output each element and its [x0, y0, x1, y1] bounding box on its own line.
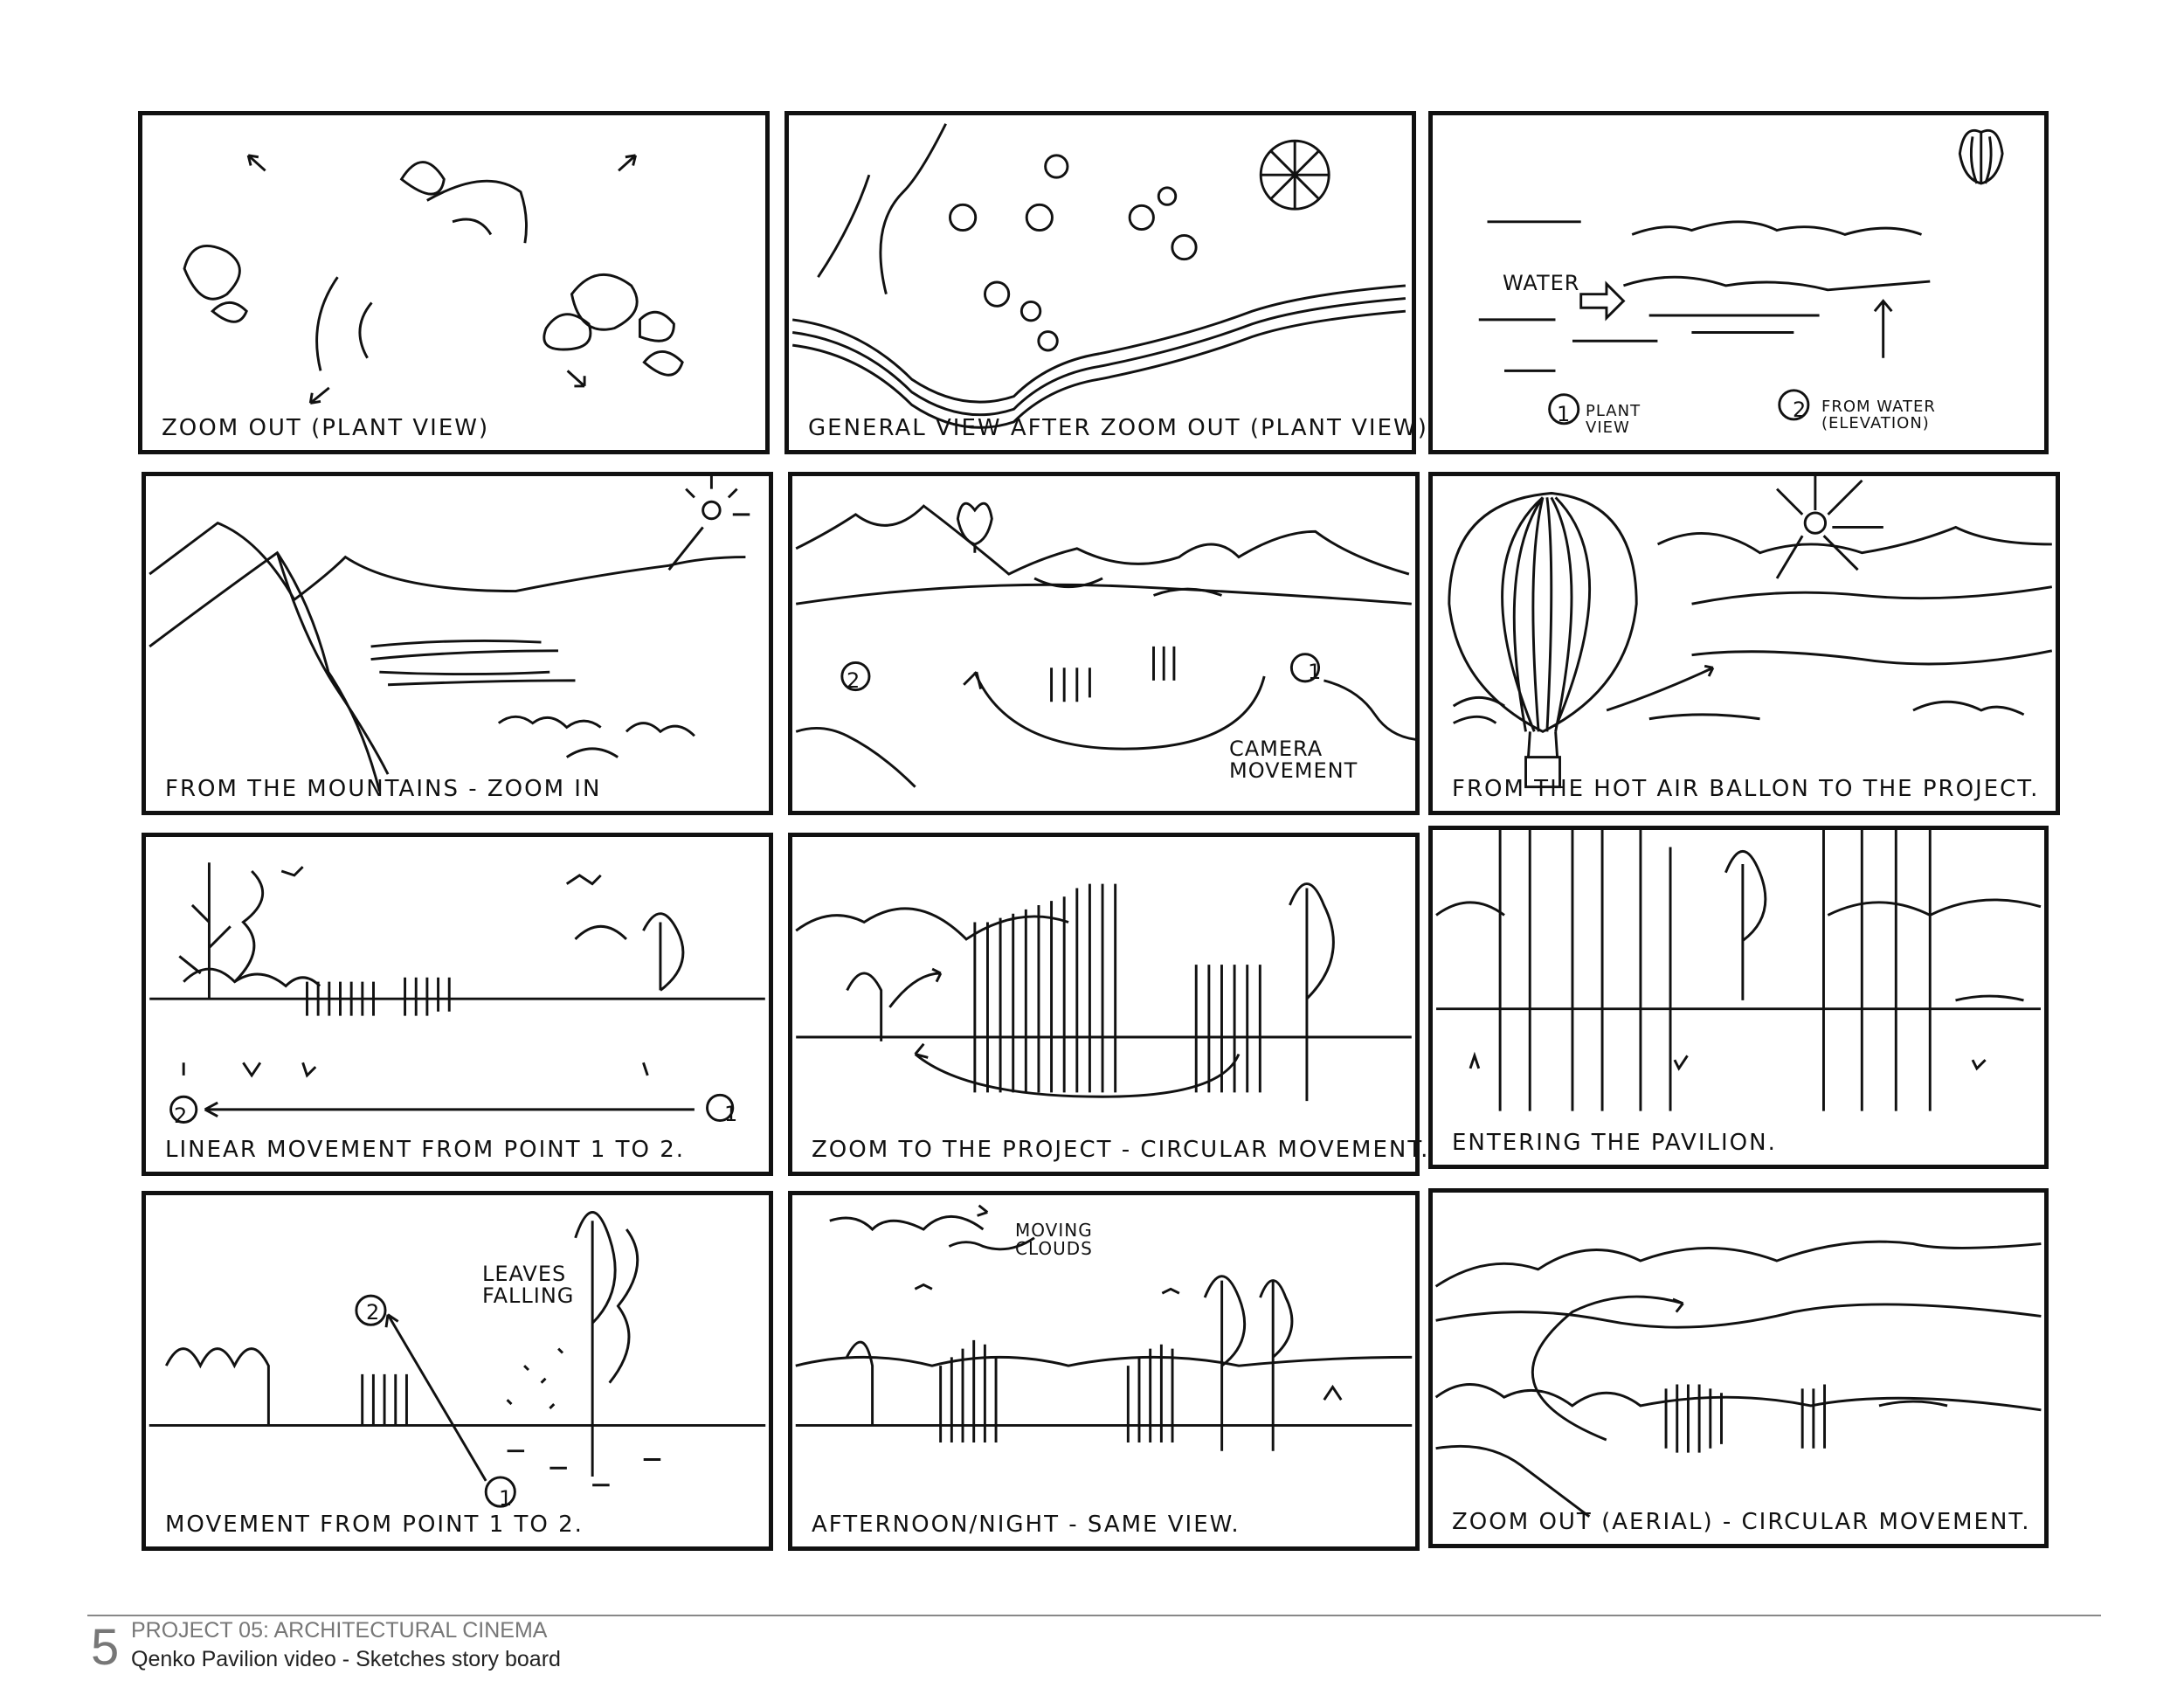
storyboard-panel-9: ENTERING THE PAVILION.: [1428, 826, 2049, 1169]
footer-subtitle: Qenko Pavilion video - Sketches story bo…: [131, 1647, 561, 1671]
aerial-zoom-out-sketch: [1434, 1240, 2042, 1518]
storyboard-panel-7: 1 2 LINEAR MOVEMENT FROM POINT 1 TO 2.: [142, 833, 773, 1176]
general-view-sketch: [792, 123, 1406, 429]
page-number: 5: [91, 1619, 120, 1676]
storyboard-panel-6: FROM THE HOT AIR BALLON TO THE PROJECT.: [1428, 472, 2060, 815]
plant-view-label: PLANT VIEW: [1586, 402, 1641, 437]
entering-pavilion-sketch: [1435, 830, 2042, 1111]
circular-movement-sketch: [795, 882, 1412, 1102]
panel-caption: LINEAR MOVEMENT FROM POINT 1 TO 2.: [165, 1137, 686, 1163]
hot-air-balloon-sketch: [1448, 476, 2053, 789]
storyboard-panel-4: FROM THE MOUNTAINS - ZOOM IN: [142, 472, 773, 815]
plant-view-sketch: [183, 154, 684, 405]
storyboard-panel-1: ZOOM OUT (PLANT VIEW): [138, 111, 770, 454]
footer-title: PROJECT 05: ARCHITECTURAL CINEMA: [131, 1618, 548, 1643]
panel-caption: GENERAL VIEW AFTER ZOOM OUT (PLANT VIEW): [808, 415, 1428, 441]
moving-clouds-label: MOVING CLOUDS: [1015, 1220, 1093, 1259]
water-elevation-sketch: [1478, 128, 2004, 425]
afternoon-night-sketch: [795, 1204, 1413, 1451]
storyboard-panel-5: 1 2 CAMERA MOVEMENT: [788, 472, 1420, 815]
storyboard-panel-2: GENERAL VIEW AFTER ZOOM OUT (PLANT VIEW): [784, 111, 1427, 454]
panel-caption: ZOOM TO THE PROJECT - CIRCULAR MOVEMENT.: [812, 1137, 1430, 1163]
point-movement-sketch: [149, 1211, 766, 1508]
marker-1: 1: [499, 1486, 514, 1511]
marker-2: 2: [1793, 398, 1807, 422]
from-water-label: FROM WATER (ELEVATION): [1821, 398, 1936, 432]
leaves-falling-label: LEAVES FALLING: [482, 1262, 575, 1309]
panel-caption: FROM THE HOT AIR BALLON TO THE PROJECT.: [1452, 776, 2040, 802]
panel-caption: ENTERING THE PAVILION.: [1452, 1130, 1777, 1156]
panel-caption: ZOOM OUT (PLANT VIEW): [162, 415, 490, 441]
marker-1: 1: [1557, 402, 1572, 426]
storyboard-panel-8: ZOOM TO THE PROJECT - CIRCULAR MOVEMENT.: [788, 833, 1427, 1176]
panel-caption: FROM THE MOUNTAINS - ZOOM IN: [165, 776, 602, 802]
storyboard-panel-12: ZOOM OUT (AERIAL) - CIRCULAR MOVEMENT.: [1428, 1188, 2049, 1548]
water-label: WATER: [1503, 271, 1580, 295]
camera-movement-label: CAMERA MOVEMENT: [1229, 737, 1358, 784]
mountains-sketch: [149, 476, 750, 792]
storyboard-panel-3: WATER 1 PLANT VIEW 2 FROM WATER (ELEVATI…: [1428, 111, 2049, 454]
panel-caption: AFTERNOON/NIGHT - SAME VIEW.: [812, 1512, 1241, 1538]
storyboard-panel-11: MOVING CLOUDS AFTERNOON/NIGHT - SAME VIE…: [788, 1191, 1420, 1551]
marker-2: 2: [847, 668, 861, 693]
storyboard-panel-10: 2 1 LEAVES FALLING MOVEMENT FROM POINT 1…: [142, 1191, 773, 1551]
marker-2: 2: [366, 1300, 381, 1325]
panel-caption: ZOOM OUT (AERIAL) - CIRCULAR MOVEMENT.: [1452, 1509, 2031, 1535]
linear-movement-sketch: [149, 862, 765, 1124]
footer-divider: [87, 1615, 2101, 1616]
panel-caption: MOVEMENT FROM POINT 1 TO 2.: [165, 1512, 584, 1538]
marker-2: 2: [174, 1103, 189, 1128]
camera-movement-sketch: [795, 502, 1415, 788]
marker-1: 1: [724, 1102, 739, 1126]
marker-1: 1: [1308, 660, 1323, 684]
